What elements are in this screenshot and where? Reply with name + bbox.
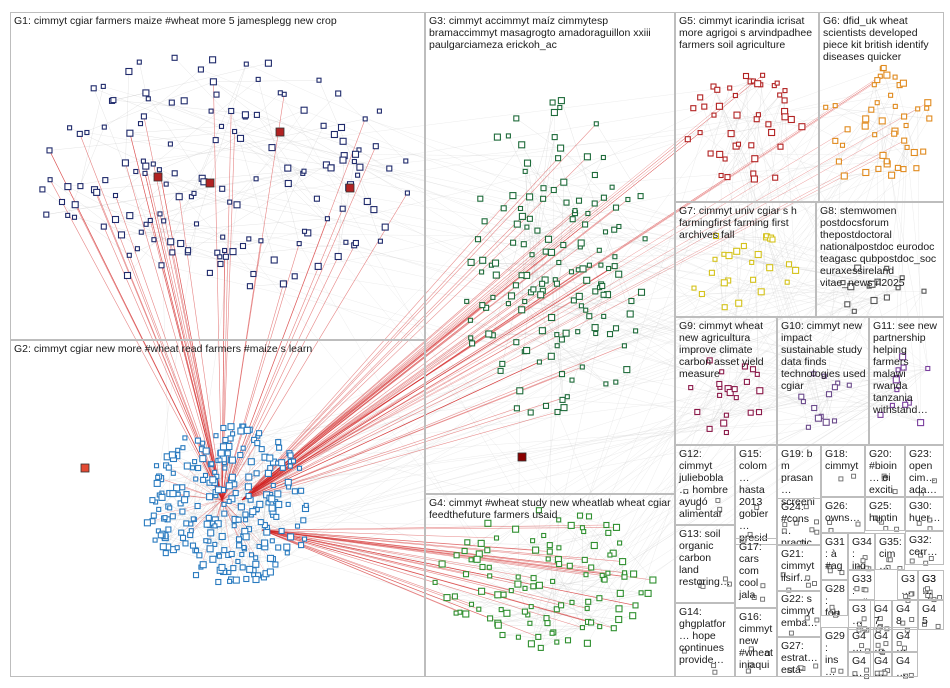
group-panel-g17: G17: cars com cool jala [735,538,777,608]
group-label: G32: cerr… [909,534,941,558]
group-label: G2: cimmyt cgiar new more #wheat read fa… [14,343,422,355]
group-label: G4: cimmyt #wheat study new wheatlab whe… [429,497,672,521]
group-label: G16: cimmyt new #wheat iniaqui… [739,611,774,677]
group-panel-g12: G12: cimmyt juliebobla… hombre ayudó ali… [675,445,735,525]
group-label: G5: cimmyt icarindia icrisat more agrigo… [679,15,816,51]
group-panel-g48: G48 [892,600,918,630]
group-label: G4… [874,655,889,677]
group-label: G22: s cimmyt emba… [781,593,818,629]
group-panel-g11: G11: see new partnership helping farmers… [869,317,944,445]
group-label: G6: dfid_uk wheat scientists developed p… [823,15,941,63]
group-label: G7: cimmyt univ cgiar s h farmingfirst f… [679,205,813,241]
group-label: G45 [922,603,941,627]
group-panel-g4: G4: cimmyt #wheat study new wheatlab whe… [425,494,675,677]
group-panel-g6: G6: dfid_uk wheat scientists developed p… [819,12,944,202]
group-label: G14: ghgplatfor… hope continues provide… [679,606,732,666]
group-label: G20: #bioin… ei exciti… [869,448,902,497]
group-label: G3… pr… [922,573,941,600]
group-label: G4… nut… [852,655,871,677]
group-panel-g21: G21: cimmyt ilsirf… [777,545,821,592]
group-label: G3… ma… [901,573,915,600]
group-panel-g45: G45 [918,600,944,630]
group-panel-g3: G3: cimmyt accimmyt maíz cimmytesp brama… [425,12,675,494]
group-panel-g16: G16: cimmyt new #wheat iniaqui… [735,608,777,677]
group-label: G4… [852,630,871,652]
group-panel-g10: G10: cimmyt new impact sustainable study… [777,317,869,445]
group-panel-g25: G25: huntin… [865,497,905,531]
group-panel-g14: G14: ghgplatfor… hope continues provide… [675,603,735,677]
group-label: G29: ins… ple… [825,630,845,677]
group-label: G26: owns… [825,500,862,524]
group-label: G48 [896,603,915,627]
group-label: G4… [874,630,889,652]
group-panel-g4e: G4… [870,652,892,677]
group-label: G11: see new partnership helping farmers… [873,320,941,416]
group-panel-g30: G30: huer… [905,497,944,531]
group-panel-g24: G24: #cons… practic… [777,498,821,545]
group-label: G31: à #ag… [825,536,845,580]
group-panel-g35: G35: cim… [875,533,905,570]
group-panel-g2: G2: cimmyt cgiar new more #wheat read fa… [10,340,425,677]
group-panel-g22: G22: s cimmyt emba… [777,590,821,637]
group-panel-g28: G28: fou… mai… [821,580,848,616]
group-panel-g4b: G4… [870,627,892,652]
group-label: G18: cimmyt [825,448,862,472]
group-label: G33: soil shi… [852,573,872,600]
group-panel-g32: G32: cerr… [905,531,944,565]
group-label: G27: estrat… está [781,640,818,676]
group-panel-g8: G8: stemwomen postdocsforum thepostdocto… [816,202,944,317]
group-panel-g33: G33: soil shi… [848,570,875,600]
group-panel-g5: G5: cimmyt icarindia icrisat more agrigo… [675,12,819,202]
group-panel-g47: G47 [870,600,892,630]
group-label: G3: cimmyt accimmyt maíz cimmytesp brama… [429,15,672,51]
group-label: G35: cim… [879,536,902,570]
group-panel-g4c: G4… [892,627,918,652]
group-label: G1: cimmyt cgiar farmers maize #wheat mo… [14,15,422,27]
group-label: G13: soil organic carbon land restoring… [679,528,732,588]
group-panel-g4f: G4… [892,652,918,677]
group-label: G28: fou… mai… [825,583,845,616]
group-label: G12: cimmyt juliebobla… hombre ayudó ali… [679,448,732,525]
group-panel-g23: G23: open cim… ada… [905,445,944,497]
group-label: G3… og… [852,603,872,630]
group-label: G24: #cons… practic… [781,501,818,545]
group-label: G8: stemwomen postdocsforum thepostdocto… [820,205,941,289]
group-label: G47 [874,603,889,627]
group-panel-g20: G20: #bioin… ei exciti… [865,445,905,497]
group-panel-g29: G29: ins… ple… [821,627,848,677]
group-label: G34: ing… [852,536,872,570]
group-panel-g7: G7: cimmyt univ cgiar s h farmingfirst f… [675,202,816,317]
group-panel-g18: G18: cimmyt [821,445,865,497]
group-panel-g27: G27: estrat… está [777,637,821,677]
group-label: G23: open cim… ada… [909,448,941,496]
group-panel-g26: G26: owns… [821,497,865,533]
group-label: G15: colom… hasta 2013 gobier… presid… i… [739,448,774,545]
group-label: G4… [896,655,915,677]
group-panel-g1: G1: cimmyt cgiar farmers maize #wheat mo… [10,12,425,340]
group-label: G21: cimmyt ilsirf… [781,548,818,584]
group-panel-g37: G3… ma… [897,570,918,600]
group-panel-g15: G15: colom… hasta 2013 gobier… presid… i… [735,445,777,545]
group-label: G9: cimmyt wheat new agricultura improve… [679,320,774,380]
group-label: G4… [896,630,915,652]
group-panel-g38: G3… pr… [918,570,944,600]
group-panel-g34: G34: ing… [848,533,875,570]
group-panel-g31: G31: à #ag… [821,533,848,580]
group-label: G17: cars com cool jala [739,541,774,601]
group-panel-g9: G9: cimmyt wheat new agricultura improve… [675,317,777,445]
group-panel-g13: G13: soil organic carbon land restoring… [675,525,735,603]
group-label: G30: huer… [909,500,941,524]
group-label: G25: huntin… [869,500,902,531]
group-label: G10: cimmyt new impact sustainable study… [781,320,866,392]
